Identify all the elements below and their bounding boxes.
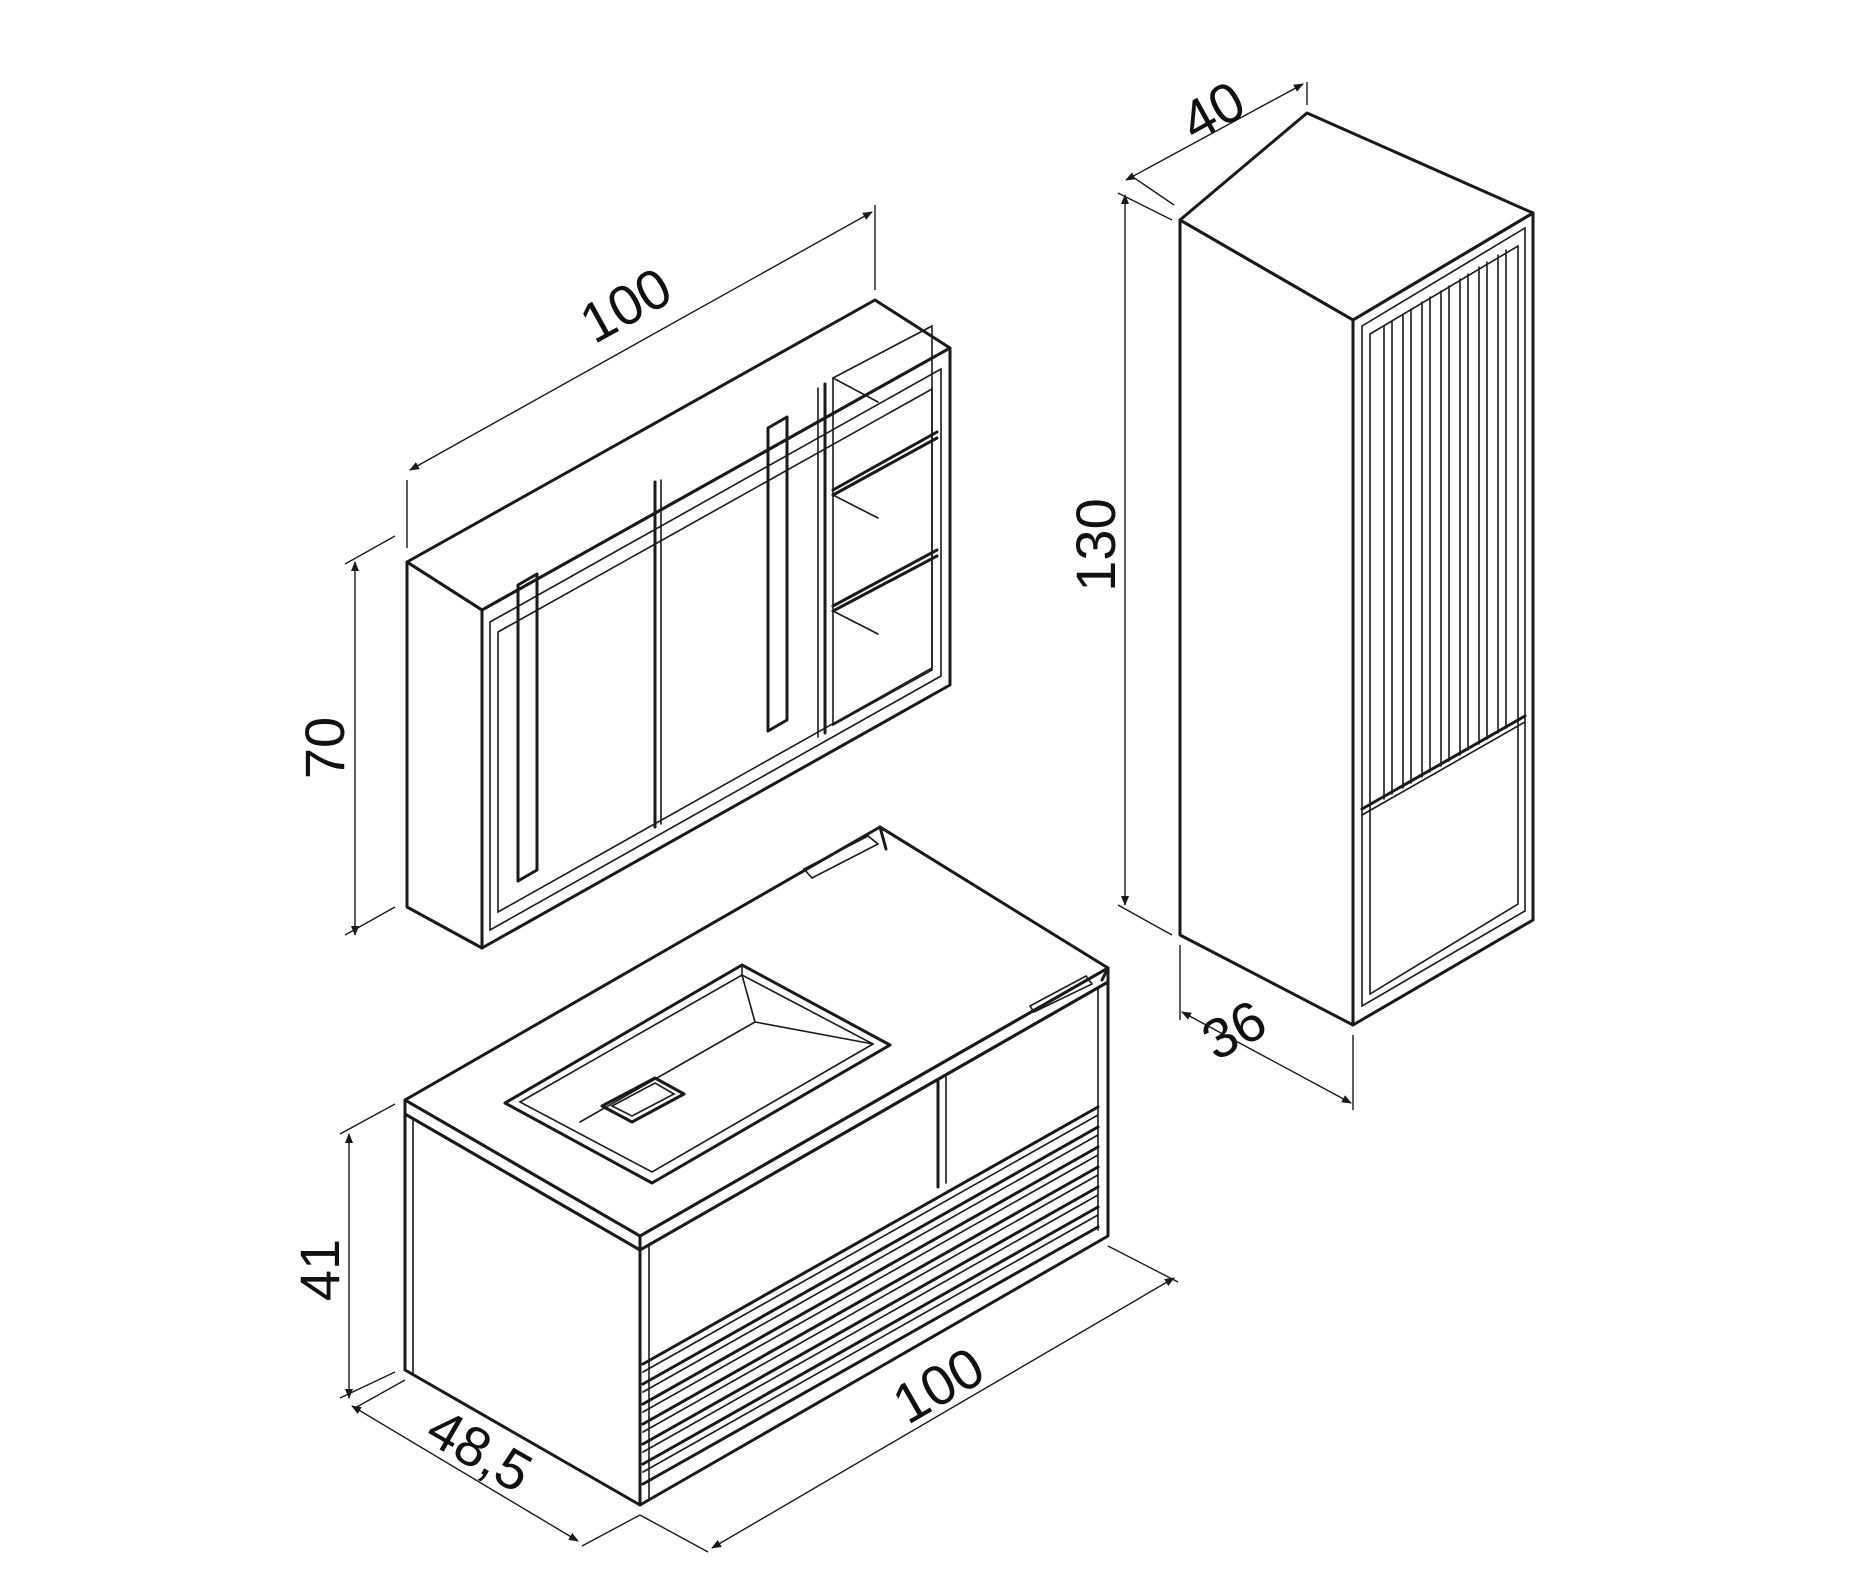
mirror-cabinet-front [480, 346, 952, 950]
mirror-cabinet-top [405, 298, 952, 612]
vanity-depth-dimension [351, 1379, 641, 1547]
vanity-front [638, 980, 1110, 1507]
label-vanity-height: 41 [288, 1239, 351, 1301]
drawer-slats [641, 1105, 1100, 1486]
tall-depth-dimension [1179, 945, 1354, 1110]
label-mirror-height: 70 [293, 717, 356, 779]
vanity-width-dimension [639, 1245, 1179, 1553]
tall-cabinet-top [1178, 111, 1535, 322]
tall-cabinet-front [1351, 211, 1535, 1027]
tall-height-dimension [1117, 192, 1173, 936]
vanity-height-dimension [339, 1103, 396, 1399]
tall-width-dimension [1125, 82, 1308, 206]
label-tall-width: 40 [1170, 68, 1255, 153]
tall-cabinet-side [1178, 218, 1355, 1027]
door-handle [516, 572, 539, 883]
label-vanity-width: 100 [882, 1334, 994, 1435]
label-tall-height: 130 [1064, 498, 1127, 591]
label-tall-depth: 36 [1192, 987, 1277, 1072]
mirror-width-dimension [406, 205, 876, 548]
vanity-unit [403, 825, 1110, 1507]
drain [600, 1076, 686, 1124]
label-mirror-width: 100 [569, 255, 681, 355]
mirror-height-dimension [344, 535, 396, 936]
basin [503, 963, 892, 1185]
tall-cabinet [1178, 111, 1535, 1027]
fluted-slats [1383, 249, 1507, 800]
mirror-cabinet-side [405, 560, 484, 950]
mirror-cabinet [405, 298, 952, 950]
